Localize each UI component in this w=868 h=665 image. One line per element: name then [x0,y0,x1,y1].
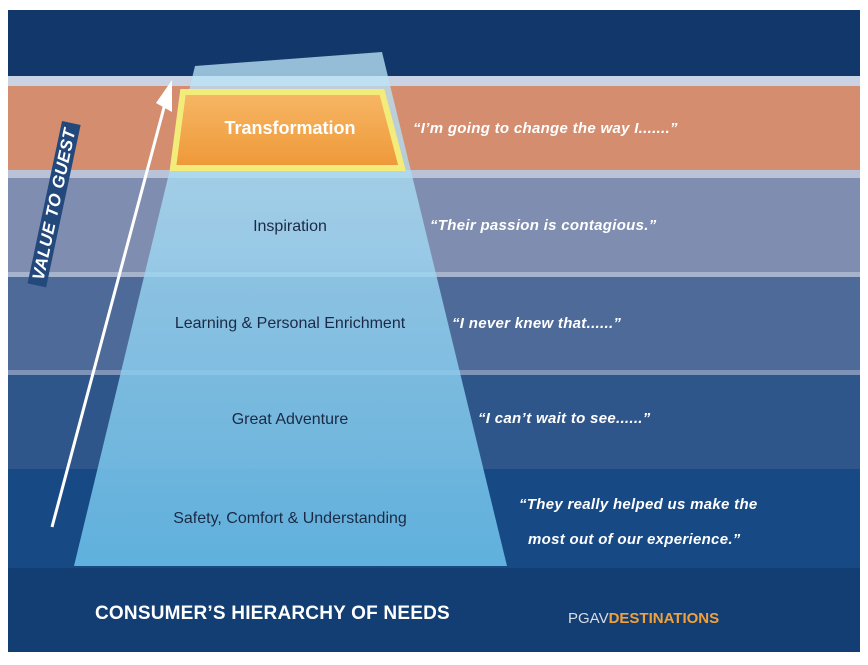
level-label-inspiration: Inspiration [253,218,327,235]
transformation-block [169,89,406,171]
quote-safety-line2: most out of our experience.” [528,531,741,548]
quote-transformation: “I’m going to change the way I.......” [413,120,678,137]
band-divider [8,170,860,178]
quote-inspiration: “Their passion is contagious.” [430,217,657,234]
band-top-empty [8,10,860,76]
value-arrow-head [156,80,172,112]
level-label-learning: Learning & Personal Enrichment [174,315,406,332]
level-label-safety: Safety, Comfort & Understanding [173,510,407,527]
quote-safety-line1: “They really helped us make the [519,496,758,513]
quote-adventure: “I can’t wait to see......” [478,410,651,427]
pyramid-shape [74,52,507,566]
brand-suffix: DESTINATIONS [608,610,720,627]
value-arrow-line [50,99,168,528]
footer-band [8,568,860,652]
brand-logo: PGAVDESTINATIONS [568,610,719,627]
band-divider [8,76,860,86]
level-label-adventure: Great Adventure [231,411,349,428]
brand-prefix: PGAV [568,610,609,627]
quote-learning: “I never knew that......” [452,315,622,332]
footer-title: CONSUMER’S HIERARCHY OF NEEDS [95,603,450,624]
level-label-transformation: Transformation [224,118,356,138]
